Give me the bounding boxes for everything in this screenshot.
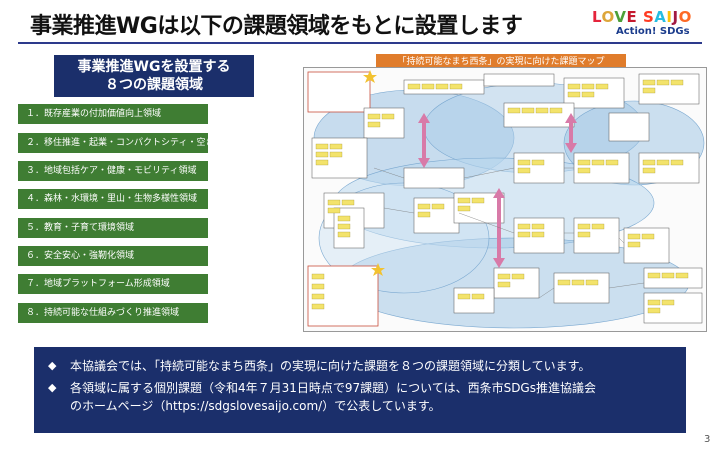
logo-letter: J (672, 8, 679, 26)
note-2-text-line1: 各領域に属する個別課題（令和4年７月31日時点で97課題）については、西条市SD… (70, 381, 596, 395)
domain-item-3: ３．地域包括ケア・健康・モビリティ領域 (18, 161, 208, 181)
note-2: ◆ 各領域に属する個別課題（令和4年７月31日時点で97課題）については、西条市… (48, 379, 672, 415)
wg-domains-heading: 事業推進WGを設置する ８つの課題領域 (54, 55, 254, 97)
logo-letter: I (666, 8, 673, 26)
logo-subtitle: Action! SDGs (616, 26, 690, 37)
domain-item-7: ７．地域プラットフォーム形成領域 (18, 274, 208, 294)
logo-letter: O (678, 8, 692, 26)
domain-item-8: ８．持続可能な仕組みづくり推進領域 (18, 303, 208, 323)
page-title: 事業推進WGは以下の課題領域をもとに設置します (30, 14, 523, 39)
issue-map-graphic (307, 70, 705, 329)
issue-map-image (303, 67, 707, 332)
page-number: 3 (704, 434, 711, 445)
logo-letter: E (626, 8, 638, 26)
logo-letter: V (614, 8, 627, 26)
issue-map-title: 「持続可能なまち西条」の実現に向けた課題マップ (376, 54, 626, 70)
title-divider (18, 42, 702, 44)
love-saijo-logo: LOVE SAIJO Action! SDGs (592, 8, 712, 44)
note-2-text-line2: のホームページ（https://sdgslovesaijo.com/）で公表して… (70, 399, 441, 413)
diamond-bullet-icon: ◆ (48, 359, 57, 372)
domain-item-6: ６．安全安心・強靭化領域 (18, 246, 208, 266)
domain-item-4: ４．森林・水環境・里山・生物多様性領域 (18, 189, 208, 209)
logo-letter: A (654, 8, 667, 26)
domain-item-2: ２．移住推進・起業・コンパクトシティ・空き家活用領域 (18, 133, 208, 153)
summary-note-box: ◆ 本協議会では、「持続可能なまち西条」の実現に向けた課題を８つの課題領域に分類… (34, 347, 686, 433)
note-1: ◆ 本協議会では、「持続可能なまち西条」の実現に向けた課題を８つの課題領域に分類… (48, 357, 672, 375)
wg-domains-heading-line2: ８つの課題領域 (105, 77, 203, 93)
note-1-text: 本協議会では、「持続可能なまち西条」の実現に向けた課題を８つの課題領域に分類して… (70, 359, 591, 373)
logo-letter: L (592, 8, 602, 26)
logo-wordmark: LOVE SAIJO (592, 8, 712, 26)
wg-domains-heading-line1: 事業推進WGを設置する (77, 59, 231, 75)
domain-item-1: １．既存産業の付加価値向上領域 (18, 104, 208, 124)
domain-item-5: ５．教育・子育て環境領域 (18, 218, 208, 238)
logo-letter: O (601, 8, 615, 26)
logo-letter: S (642, 8, 655, 26)
diamond-bullet-icon: ◆ (48, 381, 57, 394)
